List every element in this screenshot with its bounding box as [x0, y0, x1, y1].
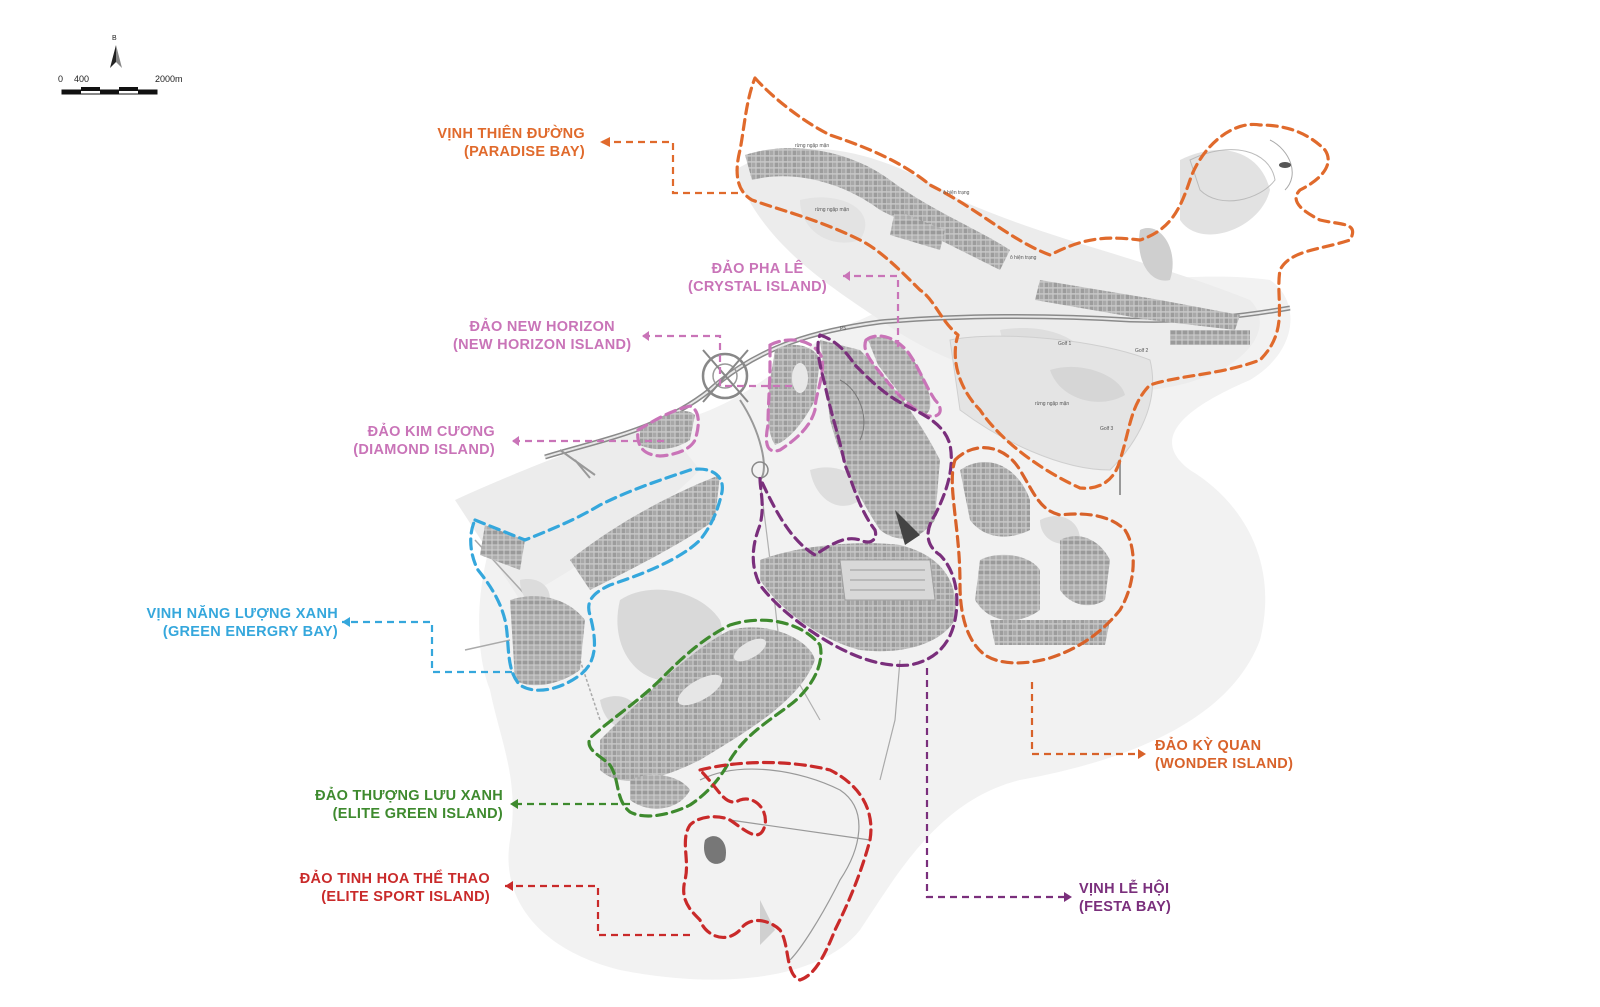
- festa-vi-name: VỊNH LỄ HỘI: [1079, 881, 1170, 897]
- leader-lines: [342, 140, 1138, 937]
- label-new-horizon-island: ĐẢO NEW HORIZON (NEW HORIZON ISLAND): [453, 318, 631, 354]
- label-wonder-island: ĐẢO KỲ QUAN (WONDER ISLAND): [1155, 737, 1293, 773]
- annotation-mangrove-3: rừng ngập mặn: [1035, 401, 1069, 407]
- green-energy-en-name: (GREEN ENERGRY BAY): [162, 624, 338, 640]
- green-energy-boundary: [469, 467, 724, 692]
- elite-sport-en-name: (ELITE SPORT ISLAND): [321, 889, 490, 905]
- scale-start-label: 0: [58, 74, 64, 84]
- diamond-arrowhead: [512, 436, 519, 446]
- scale-bar: [61, 87, 158, 95]
- green-energy-leader: [342, 620, 512, 674]
- label-paradise-bay: VỊNH THIÊN ĐƯỜNG (PARADISE BAY): [437, 125, 585, 161]
- wonder-en-name: (WONDER ISLAND): [1155, 756, 1294, 772]
- annotation-existing-1: ô hiện trạng: [943, 190, 970, 196]
- annotation-mangrove-1: rừng ngập mặn: [795, 143, 829, 149]
- wonder-arrowhead: [1138, 749, 1146, 759]
- label-diamond-island: ĐẢO KIM CƯƠNG (DIAMOND ISLAND): [353, 423, 495, 459]
- annotation-mangrove-2: rừng ngập mặn: [815, 207, 849, 213]
- elite-green-boundary: [587, 618, 823, 818]
- new-horizon-arrowhead: [642, 331, 649, 341]
- north-letter: B: [112, 35, 117, 42]
- map-annotations: rừng ngập mặn rừng ngập mặn rừng ngập mặ…: [795, 143, 1149, 432]
- label-festa-bay: VỊNH LỄ HỘI (FESTA BAY): [1079, 880, 1171, 916]
- green-energy-vi-name: VỊNH NĂNG LƯỢNG XANH: [146, 606, 338, 622]
- urban-blocks: [480, 139, 1293, 961]
- new-horizon-leader: [642, 334, 792, 388]
- annotation-golf-3: Golf 3: [1100, 426, 1114, 432]
- annotation-existing-2: ô hiện trạng: [1010, 255, 1037, 261]
- elite-green-en-name: (ELITE GREEN ISLAND): [332, 806, 503, 822]
- crystal-en-name: (CRYSTAL ISLAND): [688, 279, 828, 295]
- elite-sport-arrowhead: [505, 881, 513, 891]
- crystal-vi-name: ĐẢO PHA LÊ: [711, 261, 804, 277]
- label-crystal-island: ĐẢO PHA LÊ (CRYSTAL ISLAND): [688, 260, 827, 296]
- zone-boundaries: [469, 76, 1355, 982]
- paradise-en-name: (PARADISE BAY): [463, 144, 585, 160]
- crystal-arrowhead: [843, 271, 850, 281]
- wonder-leader: [1030, 682, 1138, 756]
- festa-leader: [925, 668, 1064, 899]
- elite-green-vi-name: ĐẢO THƯỢNG LƯU XANH: [315, 788, 503, 804]
- new-horizon-vi-name: ĐẢO NEW HORIZON: [469, 319, 615, 335]
- label-elite-green-island: ĐẢO THƯỢNG LƯU XANH (ELITE GREEN ISLAND): [315, 787, 503, 823]
- annotation-road: P5: [840, 326, 846, 332]
- diamond-vi-name: ĐẢO KIM CƯƠNG: [367, 424, 495, 440]
- label-green-energy-bay: VỊNH NĂNG LƯỢNG XANH (GREEN ENERGRY BAY): [146, 605, 338, 641]
- festa-arrowhead: [1064, 892, 1072, 902]
- green-energy-arrowhead: [342, 617, 350, 627]
- festa-boundary: [751, 333, 959, 668]
- label-elite-sport-island: ĐẢO TINH HOA THỂ THAO (ELITE SPORT ISLAN…: [300, 870, 490, 906]
- diamond-boundary: [636, 404, 700, 458]
- paradise-boundary: [735, 76, 1355, 490]
- paradise-leader: [600, 140, 738, 195]
- paradise-vi-name: VỊNH THIÊN ĐƯỜNG: [437, 126, 585, 142]
- scale-mid-label: 400: [74, 74, 90, 84]
- diamond-en-name: (DIAMOND ISLAND): [353, 442, 495, 458]
- elite-green-arrowhead: [510, 799, 518, 809]
- new-horizon-en-name: (NEW HORIZON ISLAND): [453, 337, 632, 353]
- wonder-vi-name: ĐẢO KỲ QUAN: [1155, 738, 1262, 754]
- elite-sport-vi-name: ĐẢO TINH HOA THỂ THAO: [299, 871, 490, 887]
- wonder-boundary: [950, 446, 1135, 665]
- elite-sport-boundary: [682, 760, 873, 982]
- scale-end-label: 2000m: [155, 74, 183, 84]
- north-arrow-icon: B: [110, 35, 122, 68]
- leader-arrowheads: [342, 137, 1146, 902]
- annotation-golf-2: Golf 2: [1135, 348, 1149, 354]
- annotation-golf-1: Golf 1: [1058, 341, 1072, 347]
- festa-en-name: (FESTA BAY): [1079, 899, 1172, 915]
- crystal-boundary: [863, 334, 942, 418]
- paradise-arrowhead: [600, 137, 610, 147]
